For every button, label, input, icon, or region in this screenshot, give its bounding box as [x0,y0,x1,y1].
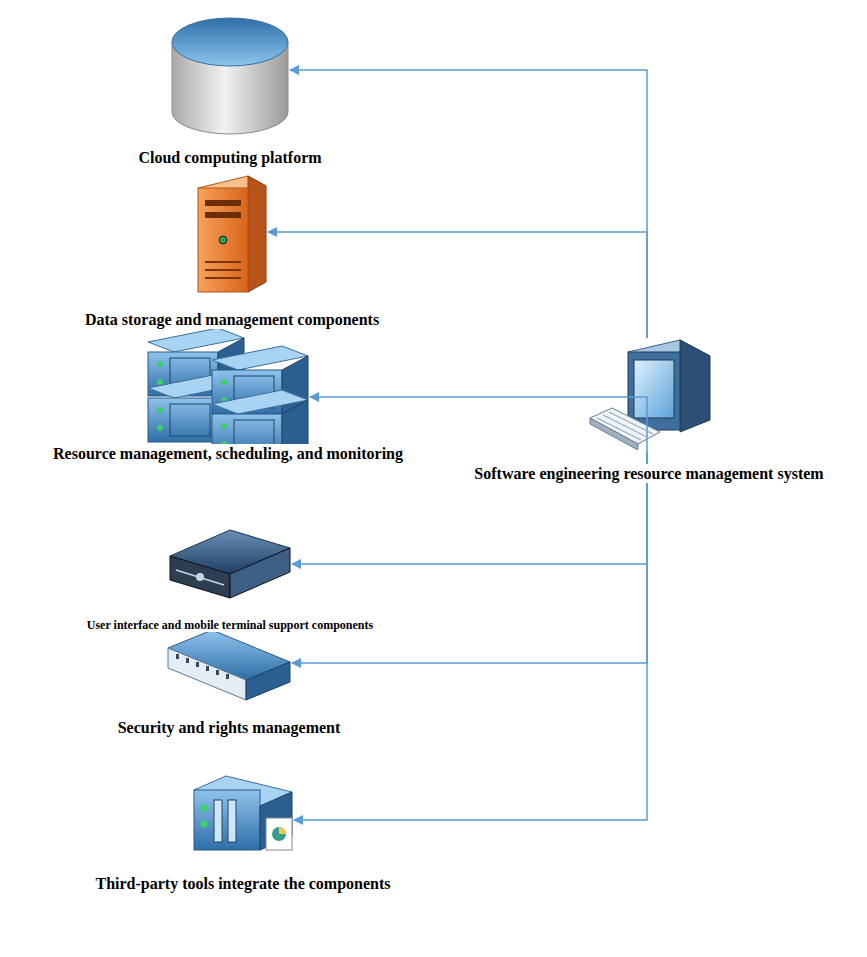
icon-node: Cloud computing platform [170,16,290,126]
icon-node: Security and rights management [166,628,292,702]
server-tower-icon [198,176,266,292]
icon-node: Software engineering resource management… [586,338,712,452]
appliance-icon [170,530,290,598]
server-rack-icon [148,328,308,458]
icon-node: Third-party tools integrate the componen… [192,774,294,852]
node-label: User interface and mobile terminal suppo… [85,618,375,632]
connector-arrow [290,70,647,338]
icon-node: Data storage and management components [196,174,268,294]
node-label: Third-party tools integrate the componen… [93,874,392,893]
node-label: Software engineering resource management… [472,464,825,483]
icon-node: User interface and mobile terminal suppo… [168,528,292,600]
integration-server-icon [194,776,292,850]
node-label: Security and rights management [116,718,343,737]
network-switch-icon [168,630,290,700]
icon-node: Resource management, scheduling, and mon… [146,326,310,444]
node-label: Cloud computing platform [136,148,323,167]
node-label: Data storage and management components [83,310,381,329]
connector-arrow [294,452,647,820]
node-label: Resource management, scheduling, and mon… [51,444,405,463]
computer-icon [590,340,710,450]
cloud-cylinder-icon [172,18,288,134]
